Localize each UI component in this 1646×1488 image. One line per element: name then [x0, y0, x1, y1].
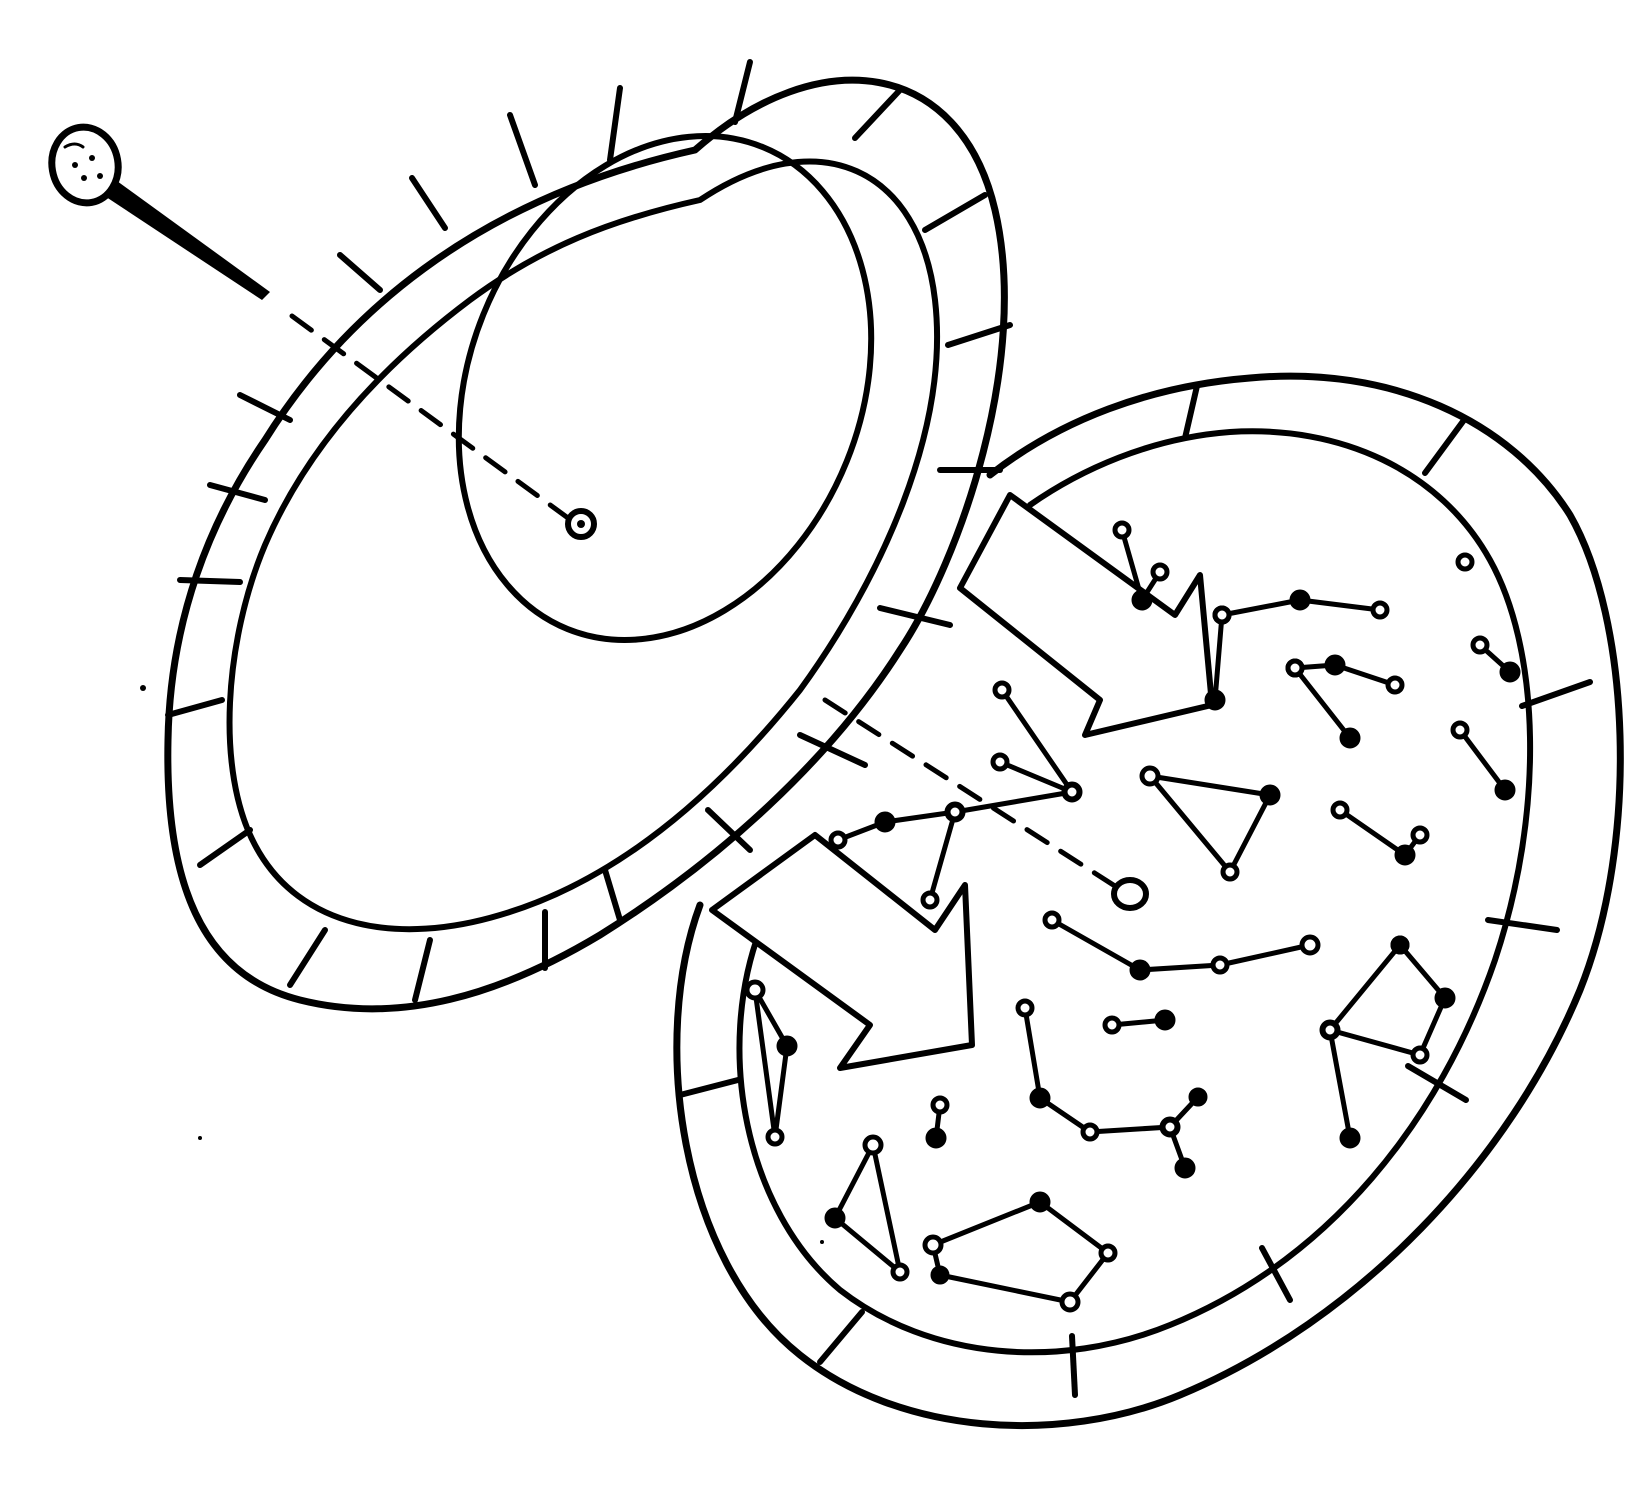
- star: [1029, 1191, 1051, 1213]
- star: [1029, 1087, 1051, 1109]
- speck: [140, 685, 146, 691]
- star: [1289, 589, 1311, 611]
- star: [776, 1035, 798, 1057]
- arrow-icon: [709, 832, 975, 1071]
- star-disc-outer-rim: [673, 372, 1624, 1429]
- star: [1394, 844, 1416, 866]
- star: [1131, 589, 1153, 611]
- star: [1220, 862, 1240, 882]
- constellation-group: [744, 520, 1521, 1313]
- star: [1015, 998, 1035, 1018]
- top-disc-outer-rim: [164, 76, 1008, 1013]
- star: [1059, 1291, 1081, 1313]
- star: [1370, 600, 1390, 620]
- constellation-line: [835, 809, 958, 843]
- star: [1320, 1020, 1340, 1040]
- star: [1160, 1117, 1180, 1137]
- star: [1385, 675, 1405, 695]
- star: [1339, 1127, 1361, 1149]
- star: [1139, 765, 1161, 787]
- star-disc-rim-dividers: [677, 383, 1593, 1398]
- star: [1299, 934, 1321, 956]
- top-disc-inner-rim: [226, 158, 941, 933]
- star: [1499, 661, 1521, 683]
- constellation-line: [1147, 773, 1273, 875]
- star: [1285, 658, 1305, 678]
- star: [1494, 779, 1516, 801]
- star-disc-pivot-hole: [1111, 877, 1149, 911]
- star: [744, 979, 766, 1001]
- star: [1204, 689, 1226, 711]
- star: [930, 1095, 950, 1115]
- star: [1150, 562, 1170, 582]
- speck: [820, 1240, 824, 1244]
- star: [1390, 935, 1410, 955]
- star: [1210, 955, 1230, 975]
- star: [1470, 635, 1490, 655]
- star: [1042, 910, 1062, 930]
- star: [1112, 520, 1132, 540]
- star: [930, 1265, 950, 1285]
- constellation-line: [997, 687, 1075, 795]
- star: [874, 811, 896, 833]
- star: [990, 752, 1010, 772]
- star: [824, 1207, 846, 1229]
- constellation-line: [1327, 942, 1448, 1058]
- star: [1062, 782, 1082, 802]
- speck: [198, 1136, 202, 1140]
- star: [1450, 720, 1470, 740]
- top-disc-rim-dividers: [165, 59, 1013, 1003]
- star: [945, 802, 965, 822]
- constellation-line: [1212, 612, 1225, 703]
- star-disc-inner-rim: [736, 428, 1534, 1356]
- star: [1174, 1157, 1196, 1179]
- pivot-guide-line: [822, 697, 1121, 891]
- pin-icon: [48, 123, 270, 300]
- constellation-line: [1049, 917, 1313, 973]
- star: [890, 1262, 910, 1282]
- star: [1080, 1122, 1100, 1142]
- star: [1259, 784, 1281, 806]
- star: [1330, 800, 1350, 820]
- star: [925, 1127, 947, 1149]
- constellation-line: [1292, 665, 1353, 741]
- viewing-window: [455, 132, 875, 644]
- pin-guide-line: [289, 313, 571, 521]
- star: [862, 1134, 884, 1156]
- star: [1455, 552, 1475, 572]
- star: [1129, 959, 1151, 981]
- constellation-line: [930, 1199, 1111, 1305]
- star: [1434, 987, 1456, 1009]
- star: [1410, 825, 1430, 845]
- constellation-line: [832, 1142, 903, 1275]
- star: [765, 1127, 785, 1147]
- star: [1324, 654, 1346, 676]
- star: [1154, 1009, 1176, 1031]
- star: [1212, 605, 1232, 625]
- arrow-icon: [957, 492, 1215, 738]
- pivot-point: [565, 508, 597, 540]
- constellation-line: [1457, 727, 1508, 793]
- star: [1102, 1015, 1122, 1035]
- planisphere-top-disc: [164, 59, 1013, 1013]
- star: [1188, 1087, 1208, 1107]
- star-map-disc: [673, 372, 1624, 1429]
- star: [922, 1234, 944, 1256]
- star: [920, 890, 940, 910]
- constellation-line: [752, 987, 790, 1140]
- constellation-line: [1327, 1027, 1353, 1141]
- star: [828, 830, 848, 850]
- star: [1098, 1243, 1118, 1263]
- star: [992, 680, 1012, 700]
- star: [1410, 1045, 1430, 1065]
- star: [1339, 727, 1361, 749]
